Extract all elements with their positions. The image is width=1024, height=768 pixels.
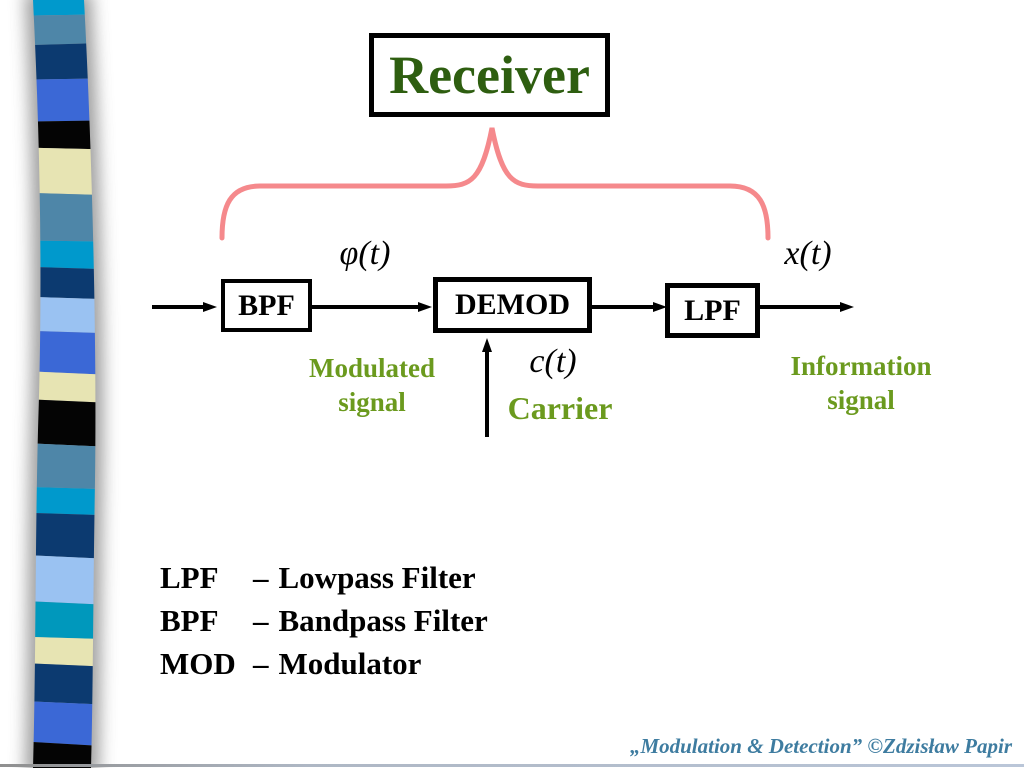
ribbon-band: [33, 700, 96, 748]
ribbon-band: [33, 120, 96, 150]
ribbon-band: [33, 42, 96, 80]
legend-name: Modulator: [278, 646, 422, 681]
legend-row-bpf: BPF – Bandpass Filter: [160, 599, 488, 642]
modulated-signal-label-line1: Modulated: [308, 353, 435, 383]
legend-name: Bandpass Filter: [278, 603, 488, 638]
modulated-signal-label: Modulated signal: [287, 351, 457, 419]
ribbon-band: [33, 266, 96, 300]
ribbon-band: [33, 486, 96, 516]
demod-block-label: DEMOD: [455, 288, 570, 321]
legend-name: Lowpass Filter: [278, 560, 476, 595]
legend-dash: –: [253, 603, 269, 638]
ribbon-band: [33, 296, 96, 334]
output-signal-symbol: x(t): [784, 235, 832, 272]
ribbon-band: [33, 78, 96, 122]
ribbon-band: [33, 512, 96, 560]
ribbon-band: [33, 147, 96, 196]
legend-dash: –: [253, 560, 269, 595]
ribbon-band: [33, 240, 96, 270]
carrier-label: Carrier: [507, 390, 613, 426]
legend-row-lpf: LPF – Lowpass Filter: [160, 556, 488, 599]
ribbon-band: [33, 600, 96, 640]
abbreviation-legend: LPF – Lowpass Filter BPF – Bandpass Filt…: [160, 556, 488, 685]
lpf-block-label: LPF: [684, 293, 741, 327]
receiver-title: Receiver: [389, 45, 590, 105]
ribbon-band: [33, 192, 96, 242]
legend-abbr: BPF: [160, 603, 219, 638]
legend-abbr: LPF: [160, 560, 219, 595]
legend-abbr: MOD: [160, 646, 236, 681]
information-signal-label: Information signal: [776, 349, 946, 417]
lpf-block: LPF: [665, 283, 760, 338]
legend-dash: –: [253, 646, 269, 681]
brace: [219, 127, 771, 241]
ribbon-band: [33, 370, 96, 404]
modulated-signal-symbol: φ(t): [339, 235, 391, 272]
ribbon-band: [33, 636, 96, 668]
information-signal-label-line1: Information: [790, 351, 932, 381]
ribbon-band: [33, 14, 96, 46]
ribbon-band: [33, 740, 96, 768]
modulated-signal-label-line2: signal: [338, 387, 406, 417]
bottom-rule: [0, 764, 1024, 767]
ribbon-band: [33, 554, 96, 606]
ribbon-band: [33, 398, 96, 448]
ribbon-band: [33, 442, 96, 490]
legend-row-mod: MOD – Modulator: [160, 642, 488, 685]
information-signal-label-line2: signal: [827, 385, 895, 415]
bpf-block-label: BPF: [238, 288, 295, 322]
carrier-signal-symbol: c(t): [529, 343, 577, 380]
bpf-block: BPF: [221, 279, 312, 332]
ribbon-band: [33, 0, 96, 16]
ribbon-band: [33, 330, 96, 376]
ribbon-bands: [33, 0, 96, 768]
ribbon-decoration: [24, 0, 104, 768]
demod-block: DEMOD: [433, 277, 592, 333]
receiver-title-box: Receiver: [369, 33, 610, 117]
ribbon-band: [33, 662, 96, 706]
copyright-credit: „Modulation & Detection” ©Zdzisław Papir: [629, 734, 1012, 758]
